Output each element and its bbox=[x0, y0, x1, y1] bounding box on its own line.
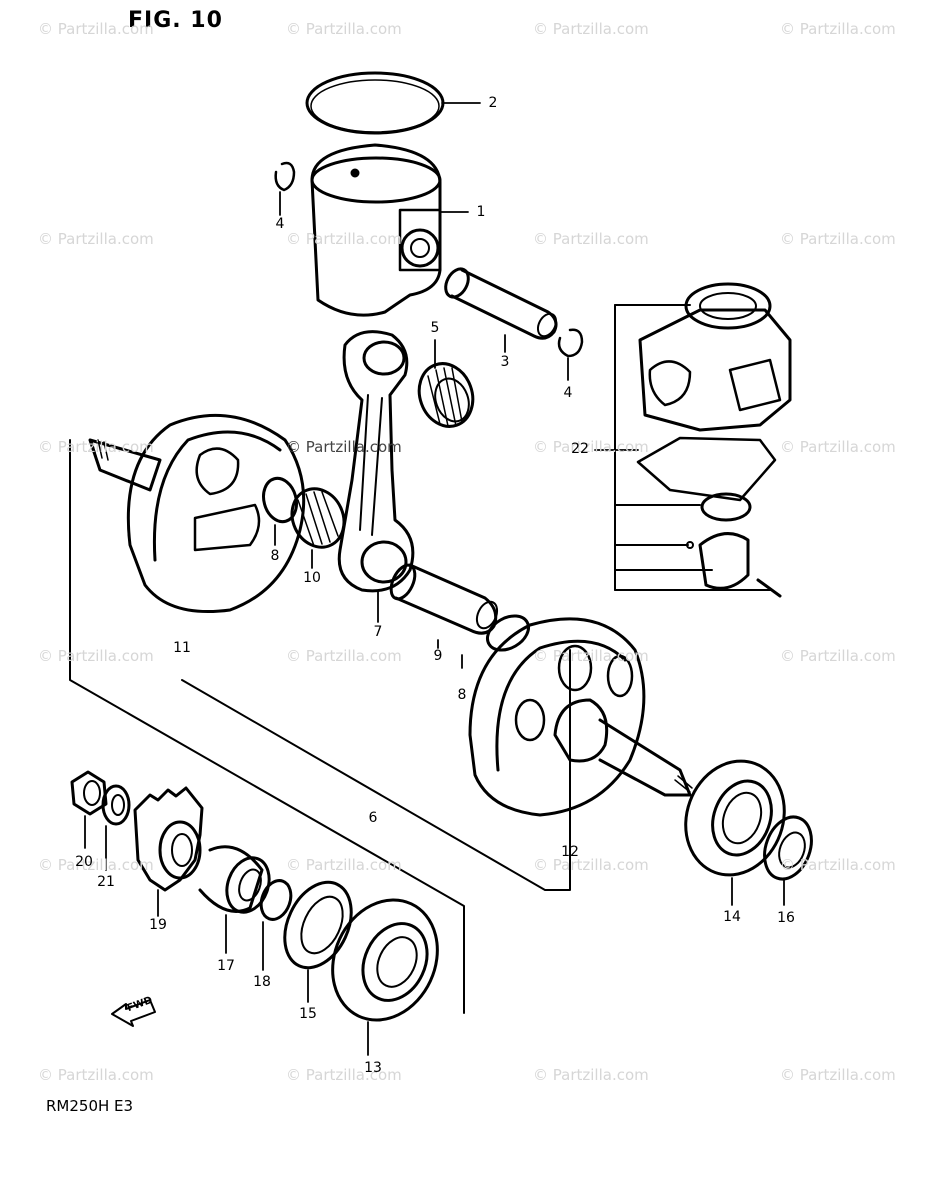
watermark: © Partzilla.com bbox=[780, 20, 896, 38]
callout-4[interactable]: 4 bbox=[563, 385, 573, 401]
watermark: © Partzilla.com bbox=[38, 230, 154, 248]
callout-15[interactable]: 15 bbox=[299, 1006, 317, 1022]
callout-20[interactable]: 20 bbox=[75, 854, 93, 870]
o-ring[interactable] bbox=[256, 876, 296, 923]
oil-seal-right[interactable] bbox=[756, 810, 819, 885]
callout-6[interactable]: 6 bbox=[368, 810, 378, 826]
watermark: © Partzilla.com bbox=[780, 230, 896, 248]
callout-5[interactable]: 5 bbox=[430, 320, 440, 336]
watermark: © Partzilla.com bbox=[533, 20, 649, 38]
lock-washer[interactable] bbox=[101, 784, 131, 826]
watermark: © Partzilla.com bbox=[533, 438, 649, 456]
piston[interactable] bbox=[310, 143, 442, 317]
callout-10[interactable]: 10 bbox=[303, 570, 321, 586]
watermark: © Partzilla.com bbox=[780, 856, 896, 874]
callout-8[interactable]: 8 bbox=[270, 548, 280, 564]
watermark: © Partzilla.com bbox=[286, 20, 402, 38]
watermark: © Partzilla.com bbox=[286, 438, 402, 456]
watermark: © Partzilla.com bbox=[533, 1066, 649, 1084]
watermark: © Partzilla.com bbox=[533, 230, 649, 248]
figure-title: FIG. 10 bbox=[128, 8, 223, 33]
watermark: © Partzilla.com bbox=[780, 647, 896, 665]
piston-pin[interactable] bbox=[441, 265, 560, 340]
watermark: © Partzilla.com bbox=[286, 230, 402, 248]
connecting-rod[interactable] bbox=[337, 330, 415, 593]
callout-3[interactable]: 3 bbox=[500, 354, 510, 370]
thrust-washer-left[interactable] bbox=[259, 475, 301, 526]
circlip-upper[interactable] bbox=[274, 161, 296, 192]
thrust-washer-right[interactable] bbox=[481, 609, 534, 657]
callout-2[interactable]: 2 bbox=[488, 95, 498, 111]
spacer[interactable] bbox=[198, 845, 276, 918]
watermark: © Partzilla.com bbox=[533, 856, 649, 874]
watermark: © Partzilla.com bbox=[286, 856, 402, 874]
leader-lines bbox=[84, 102, 785, 1056]
model-code: RM250H E3 bbox=[46, 1097, 134, 1115]
bearing-left[interactable] bbox=[313, 883, 456, 1038]
callout-19[interactable]: 19 bbox=[149, 917, 167, 933]
crankshaft-right[interactable] bbox=[468, 617, 693, 817]
primary-drive-gear[interactable] bbox=[133, 786, 204, 892]
callout-1[interactable]: 1 bbox=[476, 204, 486, 220]
watermark: © Partzilla.com bbox=[38, 1066, 154, 1084]
oil-seal-left[interactable] bbox=[272, 872, 364, 979]
forward-arrow-icon bbox=[111, 999, 156, 1027]
callout-11[interactable]: 11 bbox=[173, 640, 191, 656]
watermark: © Partzilla.com bbox=[38, 647, 154, 665]
callout-9[interactable]: 9 bbox=[433, 648, 443, 664]
piston-ring[interactable] bbox=[305, 71, 445, 135]
callout-13[interactable]: 13 bbox=[364, 1060, 382, 1076]
callout-21[interactable]: 21 bbox=[97, 874, 115, 890]
callout-18[interactable]: 18 bbox=[253, 974, 271, 990]
nut[interactable] bbox=[70, 770, 108, 816]
callout-16[interactable]: 16 bbox=[777, 910, 795, 926]
circlip-right[interactable] bbox=[557, 328, 584, 358]
watermark: © Partzilla.com bbox=[286, 647, 402, 665]
callout-22[interactable]: 22 bbox=[571, 441, 589, 457]
callout-12[interactable]: 12 bbox=[561, 844, 579, 860]
callout-17[interactable]: 17 bbox=[217, 958, 235, 974]
callout-8[interactable]: 8 bbox=[457, 687, 467, 703]
big-end-bearing[interactable] bbox=[283, 480, 354, 556]
watermark: © Partzilla.com bbox=[780, 1066, 896, 1084]
crank-pin[interactable] bbox=[386, 561, 501, 635]
watermark: © Partzilla.com bbox=[38, 438, 154, 456]
crankshaft-left[interactable] bbox=[88, 413, 306, 614]
watermark: © Partzilla.com bbox=[533, 647, 649, 665]
watermark: © Partzilla.com bbox=[286, 1066, 402, 1084]
bearing-right[interactable] bbox=[670, 747, 800, 889]
callout-7[interactable]: 7 bbox=[373, 624, 383, 640]
assembly-bracket bbox=[69, 439, 571, 1014]
watermark: © Partzilla.com bbox=[780, 438, 896, 456]
callout-4[interactable]: 4 bbox=[275, 216, 285, 232]
watermark: © Partzilla.com bbox=[38, 20, 154, 38]
top-end-kit[interactable] bbox=[614, 282, 792, 598]
small-end-bearing[interactable] bbox=[411, 356, 482, 434]
callout-14[interactable]: 14 bbox=[723, 909, 741, 925]
watermark: © Partzilla.com bbox=[38, 856, 154, 874]
